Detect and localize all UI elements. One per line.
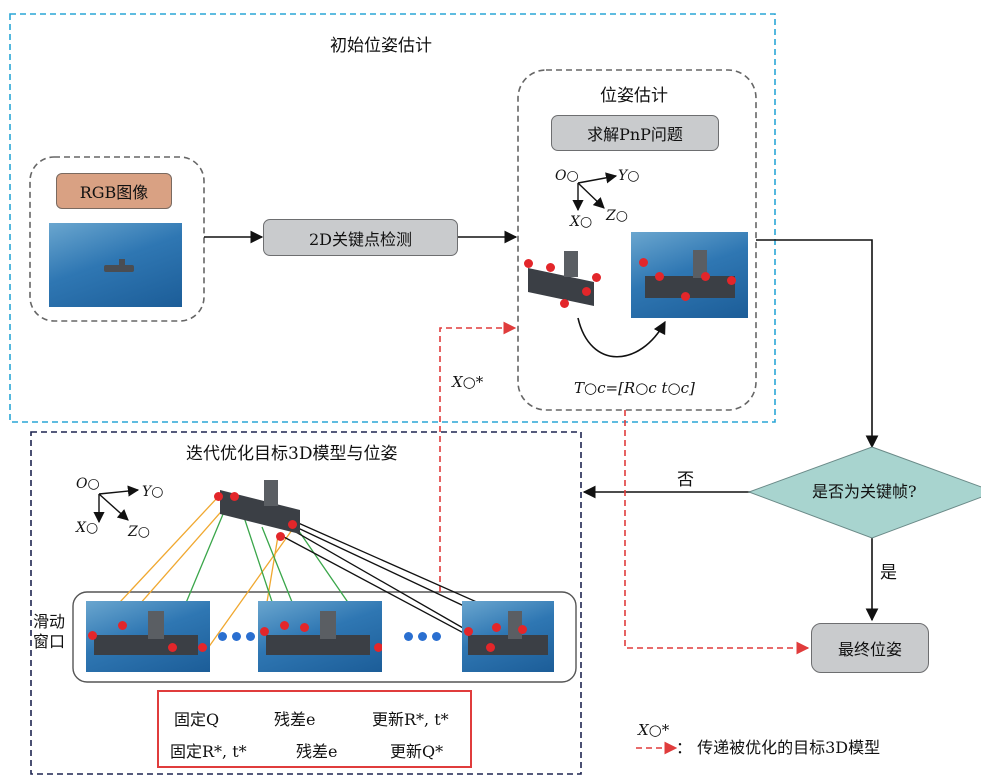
opt-row1-step3: 更新R*, t*	[372, 710, 449, 729]
rgb-sea-image	[49, 223, 182, 307]
final-pose-box: 最终位姿	[811, 623, 929, 673]
rgb-image-label: RGB图像	[56, 173, 172, 209]
opt-row1-step2: 残差e	[274, 710, 316, 729]
iter-title: 迭代优化目标3D模型与位姿	[186, 444, 398, 464]
legend-symbol: X○*	[638, 721, 670, 739]
pose-est-title: 位姿估计	[600, 86, 668, 106]
yes-label: 是	[880, 563, 897, 583]
iter-axis-y-label: Y○	[142, 484, 164, 500]
no-label: 否	[677, 470, 694, 490]
sliding-window-frame	[72, 591, 577, 683]
rgb-panel-frame	[29, 156, 205, 322]
optimization-box	[157, 690, 472, 768]
pose-est-frame	[517, 69, 757, 411]
solve-pnp-box: 求解PnP问题	[551, 115, 719, 151]
keyframe-question: 是否为关键帧?	[812, 482, 917, 501]
axis-origin-label: O○	[555, 168, 579, 184]
pose-result-image	[631, 232, 748, 318]
sliding-window-label: 滑动窗口	[33, 612, 66, 651]
x-star-label: X○*	[452, 373, 484, 391]
initial-pose-title: 初始位姿估计	[330, 36, 432, 56]
window-frame-1	[86, 601, 210, 672]
axis-x-label: X○	[570, 214, 593, 230]
opt-row2-step1: 固定R*, t*	[170, 742, 247, 761]
window-frame-3	[462, 601, 554, 672]
opt-row1-step1: 固定Q	[174, 710, 220, 729]
axis-y-label: Y○	[618, 168, 640, 184]
initial-pose-frame	[9, 13, 776, 423]
keypoint-detection-box: 2D关键点检测	[263, 219, 458, 256]
transform-formula: T○c=[R○c t○c]	[574, 379, 695, 397]
iter-axis-origin-label: O○	[76, 476, 100, 492]
iter-frame	[30, 431, 582, 775]
iter-3d-model	[210, 478, 306, 548]
window-frame-2	[258, 601, 382, 672]
keyframe-diamond	[747, 446, 981, 539]
iter-axis-z-label: Z○	[128, 524, 150, 540]
ship-3d-model	[522, 245, 601, 315]
opt-row2-step3: 更新Q*	[390, 742, 444, 761]
opt-row2-step2: 残差e	[296, 742, 338, 761]
iter-axis-x-label: X○	[76, 520, 99, 536]
legend-text: ： 传递被优化的目标3D模型	[676, 738, 881, 757]
axis-z-label: Z○	[606, 208, 628, 224]
